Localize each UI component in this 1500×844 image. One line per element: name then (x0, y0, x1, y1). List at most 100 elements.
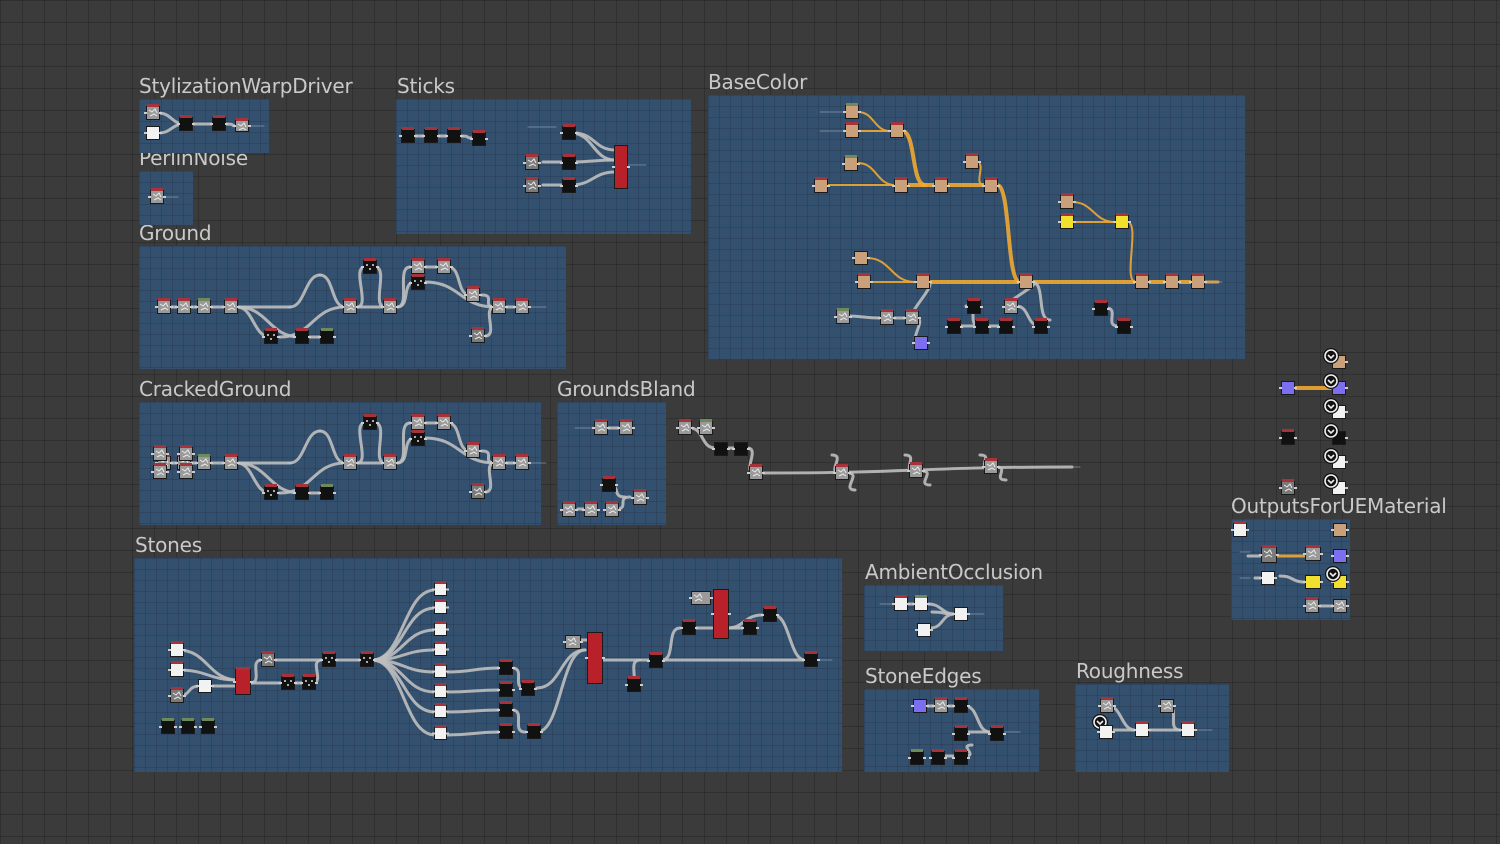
graph-node[interactable] (497, 681, 515, 697)
graph-node[interactable] (513, 298, 531, 314)
connection-wire[interactable] (1278, 574, 1307, 584)
graph-node[interactable] (432, 599, 449, 614)
graph-node[interactable] (422, 127, 440, 143)
graph-node[interactable] (381, 454, 399, 470)
graph-node[interactable] (195, 454, 213, 470)
graph-node[interactable] (177, 115, 195, 131)
graph-node[interactable] (711, 589, 731, 639)
graph-node[interactable] (318, 484, 336, 500)
frame-stone-edges[interactable] (864, 689, 1039, 772)
graph-node[interactable] (432, 663, 449, 678)
graph-node[interactable] (878, 309, 896, 325)
graph-node[interactable] (1058, 193, 1076, 209)
graph-node[interactable] (929, 749, 947, 765)
graph-node[interactable] (490, 298, 508, 314)
graph-node[interactable] (168, 661, 186, 677)
frame-title-roughness[interactable]: Roughness (1076, 659, 1184, 683)
graph-node[interactable] (697, 419, 715, 435)
graph-node[interactable] (513, 454, 531, 470)
graph-node[interactable] (1017, 273, 1035, 289)
graph-node[interactable] (435, 414, 453, 430)
graph-node[interactable] (469, 327, 487, 343)
graph-node[interactable] (293, 484, 311, 500)
graph-node[interactable] (177, 463, 195, 479)
graph-node[interactable] (177, 445, 195, 461)
graph-node[interactable] (262, 328, 280, 344)
graph-node[interactable] (625, 676, 643, 692)
graph-node[interactable] (1092, 300, 1110, 316)
graph-node[interactable] (631, 489, 649, 505)
graph-node[interactable] (1279, 429, 1297, 445)
graph-node[interactable] (833, 464, 851, 480)
frame-title-cracked-ground[interactable]: CrackedGround (139, 377, 292, 401)
graph-node[interactable] (293, 328, 311, 344)
graph-node[interactable] (151, 463, 169, 479)
graph-node[interactable] (915, 623, 933, 637)
graph-node[interactable] (1189, 273, 1207, 289)
graph-node[interactable] (1331, 549, 1349, 563)
graph-node[interactable] (911, 699, 929, 713)
connection-wire[interactable] (288, 429, 322, 465)
frame-title-base-color[interactable]: BaseColor (708, 70, 808, 94)
connection-wire[interactable] (373, 421, 387, 465)
graph-node[interactable] (1259, 571, 1277, 585)
graph-node[interactable] (279, 674, 297, 690)
graph-node[interactable] (1279, 381, 1297, 395)
connection-wire[interactable] (928, 612, 957, 630)
graph-node[interactable] (525, 723, 543, 739)
graph-node[interactable] (195, 298, 213, 314)
graph-node[interactable] (852, 251, 870, 265)
connection-wire[interactable] (373, 265, 387, 309)
graph-node[interactable] (168, 687, 186, 703)
graph-node[interactable] (963, 153, 981, 169)
graph-node[interactable] (855, 273, 873, 289)
graph-node[interactable] (932, 177, 950, 193)
graph-node[interactable] (497, 723, 515, 739)
graph-node[interactable] (988, 725, 1006, 741)
graph-node[interactable] (1002, 298, 1020, 314)
connection-wire[interactable] (1126, 221, 1137, 283)
graph-node[interactable] (1179, 721, 1197, 737)
graph-node[interactable] (997, 318, 1015, 334)
graph-node[interactable] (210, 115, 228, 131)
output-icon[interactable] (1323, 423, 1339, 439)
graph-node[interactable] (952, 725, 970, 741)
graph-node[interactable] (560, 154, 578, 170)
graph-node[interactable] (600, 476, 618, 492)
graph-node[interactable] (196, 679, 214, 693)
frame-title-ambient-occlusion[interactable]: AmbientOcclusion (865, 560, 1043, 584)
graph-node[interactable] (179, 718, 197, 734)
graph-node[interactable] (914, 273, 932, 289)
graph-node[interactable] (676, 419, 694, 435)
graph-node[interactable] (432, 683, 449, 698)
graph-node[interactable] (320, 651, 338, 667)
graph-node[interactable] (432, 641, 449, 656)
graph-node[interactable] (912, 595, 930, 611)
graph-node[interactable] (409, 274, 427, 290)
graph-node[interactable] (490, 454, 508, 470)
graph-node[interactable] (155, 298, 173, 314)
graph-node[interactable] (932, 697, 950, 713)
graph-node[interactable] (222, 298, 240, 314)
graph-node[interactable] (523, 177, 541, 193)
graph-node[interactable] (497, 701, 515, 717)
graph-node[interactable] (585, 632, 605, 684)
graph-node[interactable] (834, 308, 852, 324)
graph-node[interactable] (982, 458, 1000, 474)
graph-node[interactable] (409, 258, 427, 274)
graph-node[interactable] (647, 652, 665, 668)
frame-title-grounds-bland[interactable]: GroundsBland (557, 377, 696, 401)
connection-wire[interactable] (355, 265, 367, 309)
graph-node[interactable] (612, 145, 630, 189)
graph-node[interactable] (409, 430, 427, 446)
connection-wire[interactable] (288, 273, 322, 309)
graph-node[interactable] (1097, 725, 1115, 739)
connection-wire[interactable] (278, 461, 347, 495)
graph-node[interactable] (300, 674, 318, 690)
connection-wire[interactable] (445, 688, 502, 694)
output-icon[interactable] (1325, 566, 1341, 582)
graph-node[interactable] (159, 718, 177, 734)
graph-node[interactable] (464, 286, 482, 302)
graph-node[interactable] (381, 298, 399, 314)
graph-node[interactable] (233, 667, 253, 695)
